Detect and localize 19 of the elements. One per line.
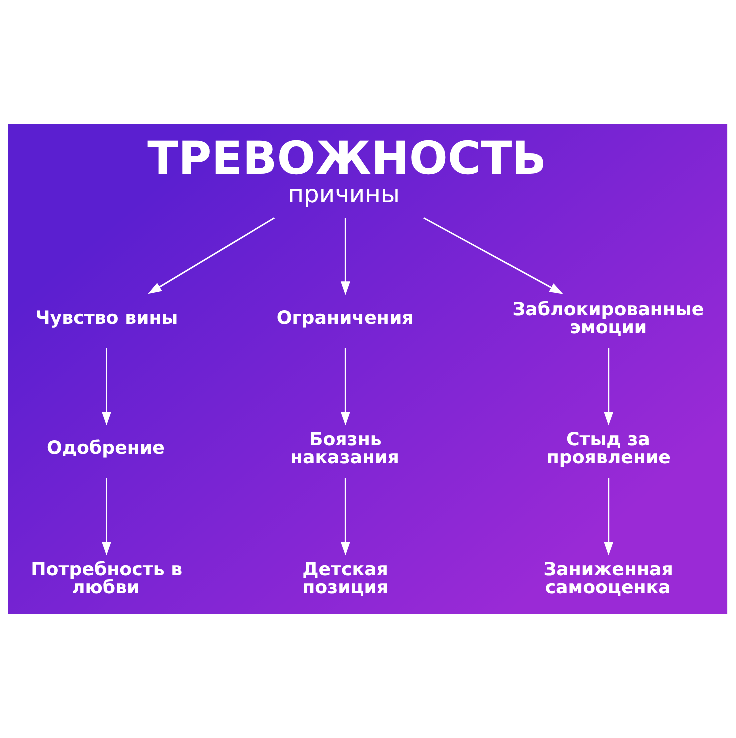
node-text: Стыд за проявление: [546, 430, 671, 469]
node-text: Заниженная самооценка: [544, 560, 674, 599]
arrow: [340, 478, 350, 556]
node-text: Боязнь наказания: [290, 430, 400, 469]
node-text: Заблокированные эмоции: [512, 299, 704, 339]
node-text: ТРЕВОЖНОСТЬ причины: [148, 132, 547, 208]
arrow: [604, 478, 614, 556]
arrow: [340, 348, 350, 426]
node-text: Одобрение: [47, 438, 165, 459]
arrow: [424, 217, 564, 294]
arrow: [604, 348, 614, 426]
arrow: [340, 218, 350, 296]
node-text: Потребность в любви: [31, 560, 183, 599]
node-text: Чувство вины: [36, 308, 178, 329]
arrow: [102, 348, 112, 426]
node-text: Ограничения: [276, 308, 414, 329]
arrow: [102, 478, 112, 556]
node-text: Детская позиция: [302, 560, 389, 599]
arrow: [148, 218, 276, 294]
